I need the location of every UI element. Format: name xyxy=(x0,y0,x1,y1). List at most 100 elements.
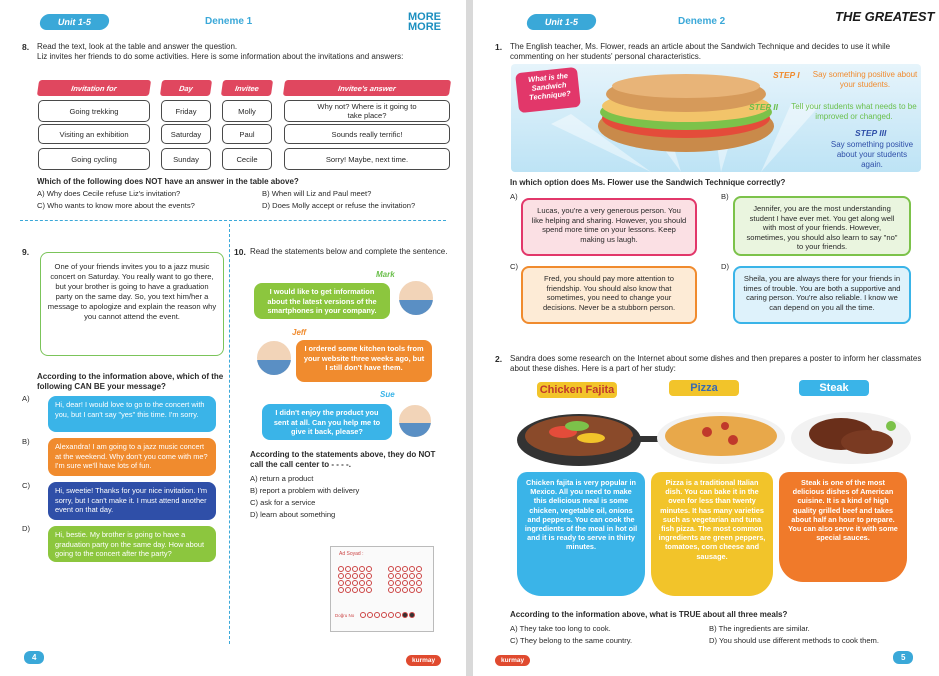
table-cell: Visiting an exhibition xyxy=(38,124,150,144)
unit-badge: Unit 1-5 xyxy=(38,14,111,30)
page-number: 4 xyxy=(24,651,45,664)
dish-title-steak: Steak xyxy=(799,380,869,396)
statement-sue: I didn't enjoy the product you sent at a… xyxy=(262,404,392,440)
column-divider xyxy=(229,224,230,644)
option-a[interactable]: A) return a product xyxy=(250,474,314,483)
option-d-card[interactable]: Sheila, you are always there for your fr… xyxy=(733,266,911,324)
step-3-label: STEP III xyxy=(855,128,887,138)
scenario-text: One of your friends invites you to a jaz… xyxy=(47,262,217,321)
option-letter: B) xyxy=(721,192,729,201)
table-cell: Saturday xyxy=(161,124,211,144)
dish-card-steak: Steak is one of the most delicious dishe… xyxy=(779,472,907,582)
unit-badge: Unit 1-5 xyxy=(525,14,598,30)
question-2-intro: Sandra does some research on the Interne… xyxy=(510,354,922,373)
question-10-intro: Read the statements below and complete t… xyxy=(250,247,448,256)
brand-logo: THE GREATEST xyxy=(835,9,935,24)
question-8-prompt: Which of the following does NOT have an … xyxy=(37,177,299,186)
table-cell: Cecile xyxy=(222,148,272,170)
publisher-logo: kurmay xyxy=(406,655,442,666)
option-d-message[interactable]: Hi, bestie. My brother is going to have … xyxy=(48,526,216,562)
sandwich-infographic xyxy=(511,64,921,172)
optical-answer-sheet: Ad Soyad : Doğru No xyxy=(330,546,434,632)
dish-card-pizza: Pizza is a traditional Italian dish. You… xyxy=(651,472,773,596)
table-cell: Paul xyxy=(222,124,272,144)
option-c-card[interactable]: Fred, you should pay more attention to f… xyxy=(521,266,697,324)
avatar-sue xyxy=(398,404,432,438)
dishes-illustration xyxy=(517,412,911,466)
option-a[interactable]: A) They take too long to cook. xyxy=(510,624,611,633)
sheet-name-label: Ad Soyad : xyxy=(339,551,364,557)
test-title: Deneme 2 xyxy=(678,16,726,27)
option-a-message[interactable]: Hi, dear! I would love to go to the conc… xyxy=(48,396,216,432)
brand-line-2: MORE xyxy=(408,21,441,33)
table-cell: Sorry! Maybe, next time. xyxy=(284,148,450,170)
step-2-label: STEP II xyxy=(749,102,778,112)
table-cell: Going trekking xyxy=(38,100,150,122)
speaker-name-sue: Sue xyxy=(380,390,395,399)
question-8-intro: Read the text, look at the table and ans… xyxy=(37,42,238,51)
sheet-grid-left xyxy=(337,565,381,593)
avatar-jeff xyxy=(256,340,292,376)
option-d[interactable]: D) learn about something xyxy=(250,510,336,519)
table-cell: Molly xyxy=(222,100,272,122)
option-c[interactable]: C) They belong to the same country. xyxy=(510,636,633,645)
question-9-number: 9. xyxy=(22,247,30,257)
table-cell: Friday xyxy=(161,100,211,122)
table-cell: Going cycling xyxy=(38,148,150,170)
table-cell: Sounds really terrific! xyxy=(284,124,450,144)
right-page: Unit 1-5 Deneme 2 THE GREATEST 1. The En… xyxy=(473,0,939,676)
test-title: Deneme 1 xyxy=(205,16,253,27)
left-page: Unit 1-5 Deneme 1 MORE MORE 8. Read the … xyxy=(0,0,466,676)
option-c[interactable]: C) Who wants to know more about the even… xyxy=(37,201,195,210)
option-b-message[interactable]: Alexandra! I am going to a jazz music co… xyxy=(48,438,216,476)
option-b[interactable]: B) When will Liz and Paul meet? xyxy=(262,189,372,198)
statement-jeff: I ordered some kitchen tools from your w… xyxy=(296,340,432,382)
option-b-card[interactable]: Jennifer, you are the most understanding… xyxy=(733,196,911,256)
option-letter: A) xyxy=(22,394,30,403)
step-3-text: Say something positive about your studen… xyxy=(830,140,914,169)
option-b[interactable]: B) report a problem with delivery xyxy=(250,486,360,495)
scenario-box xyxy=(40,252,224,356)
sheet-code-row xyxy=(359,611,415,618)
table-header-day: Day xyxy=(159,80,213,96)
question-1-number: 1. xyxy=(495,42,503,52)
option-letter: C) xyxy=(510,262,519,271)
page-number: 5 xyxy=(893,651,914,664)
question-10-number: 10. xyxy=(234,247,246,257)
speaker-name-jeff: Jeff xyxy=(292,328,307,337)
option-d[interactable]: D) You should use different methods to c… xyxy=(709,636,879,645)
option-letter: A) xyxy=(510,192,518,201)
option-c[interactable]: C) ask for a service xyxy=(250,498,316,507)
brand-line-1: MORE xyxy=(408,11,441,23)
option-letter: C) xyxy=(22,481,31,490)
table-cell: Sunday xyxy=(161,148,211,170)
section-divider xyxy=(20,220,446,221)
statement-mark: I would like to get information about th… xyxy=(254,283,390,319)
avatar-mark xyxy=(398,280,434,316)
question-1-prompt: In which option does Ms. Flower use the … xyxy=(510,178,786,187)
brand-logo: MORE MORE xyxy=(408,11,441,33)
question-8-context: Liz invites her friends to do some activ… xyxy=(37,52,404,61)
question-2-prompt: According to the information above, what… xyxy=(510,610,788,619)
option-a-card[interactable]: Lucas, you're a very generous person. Yo… xyxy=(521,198,697,256)
publisher-logo: kurmay xyxy=(495,655,531,666)
dish-title-pizza: Pizza xyxy=(669,380,739,396)
option-a[interactable]: A) Why does Cecile refuse Liz's invitati… xyxy=(37,189,181,198)
sandwich-illustration xyxy=(551,74,821,172)
sheet-grid-right xyxy=(387,565,431,593)
table-cell: Why not? Where is it going to take place… xyxy=(284,100,450,122)
table-header-answer: Invitee's answer xyxy=(282,80,452,96)
step-2-text: Tell your students what needs to be impr… xyxy=(791,102,917,121)
question-9-prompt: According to the information above, whic… xyxy=(37,372,224,391)
table-header-invitation: Invitation for xyxy=(36,80,152,96)
sheet-code-label: Doğru No xyxy=(335,613,355,618)
option-c-message[interactable]: Hi, sweetie! Thanks for your nice invita… xyxy=(48,482,216,520)
dish-card-fajita: Chicken fajita is very popular in Mexico… xyxy=(517,472,645,596)
option-b[interactable]: B) The ingredients are similar. xyxy=(709,624,810,633)
question-8-number: 8. xyxy=(22,42,30,52)
dish-title-fajita: Chicken Fajita xyxy=(537,382,617,398)
step-1-label: STEP I xyxy=(773,70,800,80)
question-1-intro: The English teacher, Ms. Flower, reads a… xyxy=(510,42,891,61)
option-d[interactable]: D) Does Molly accept or refuse the invit… xyxy=(262,201,416,210)
speaker-name-mark: Mark xyxy=(376,270,395,279)
